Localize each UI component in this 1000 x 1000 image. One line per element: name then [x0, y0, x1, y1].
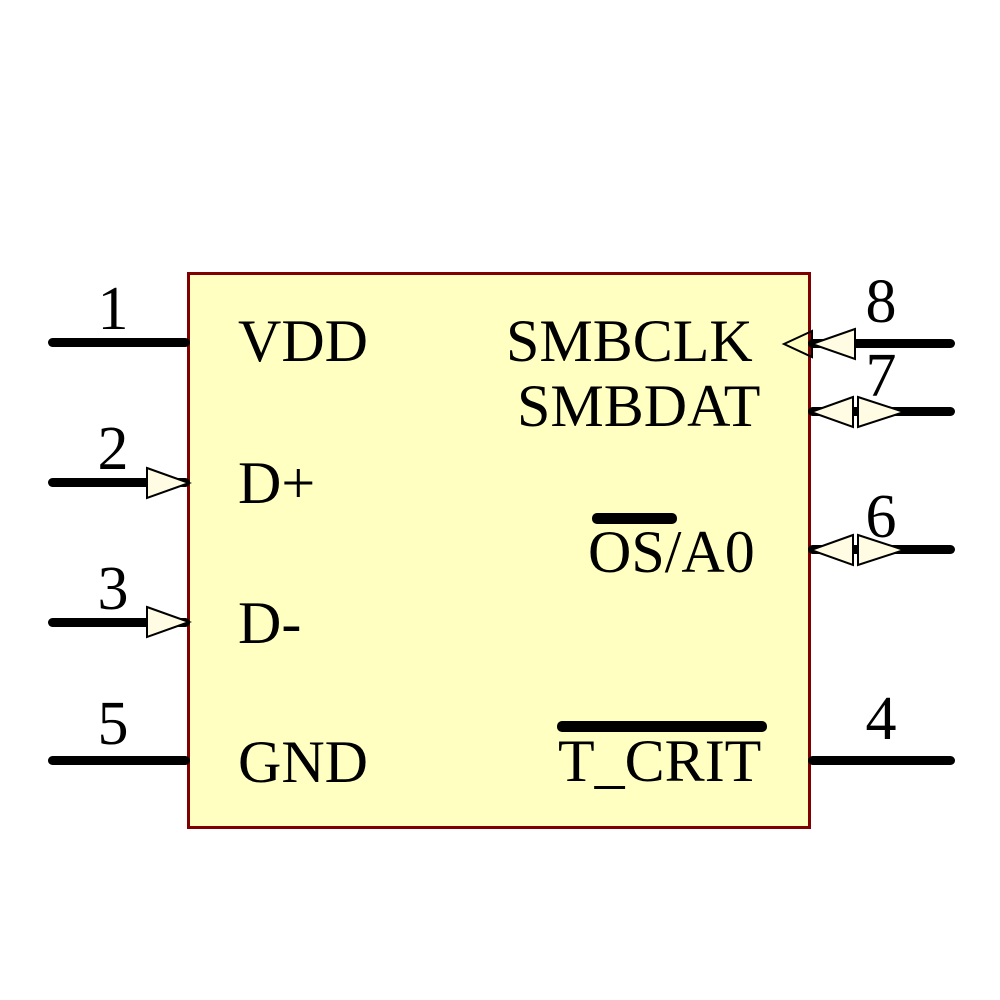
pin-4-label: T_CRIT: [558, 731, 761, 791]
pin-3-label: D-: [238, 590, 302, 656]
pin-8-label: SMBCLK: [506, 308, 753, 374]
pin-1-line[interactable]: [48, 338, 190, 347]
pin-8-number: 8: [865, 268, 897, 336]
pin-2-label: D+: [238, 450, 316, 516]
pin-6-right-arrow-icon: [857, 533, 908, 567]
pin-1-label: VDD: [238, 308, 368, 374]
pin-8-input-arrow-icon: [808, 327, 856, 361]
pin-7-label: SMBDAT: [517, 373, 761, 439]
pin-4-line[interactable]: [808, 756, 955, 765]
pin-6-left-arrow-icon: [808, 533, 854, 567]
pin-1-number: 1: [97, 275, 129, 343]
pin-8-line[interactable]: [808, 339, 955, 348]
pin-7-number: 7: [865, 342, 897, 410]
pin-4-number: 4: [865, 685, 897, 753]
pin-6-label-overlined-part: OS: [588, 519, 665, 585]
pin-2-input-arrow-icon: [146, 466, 192, 500]
pin-6-number: 6: [865, 483, 897, 551]
pin-5-number: 5: [97, 690, 129, 758]
pin-7-left-arrow-icon: [808, 395, 854, 429]
pin-3-input-arrow-icon: [146, 605, 192, 639]
pin-3-number: 3: [97, 555, 129, 623]
pin-5-label: GND: [238, 729, 368, 795]
pin-7-right-arrow-icon: [857, 395, 908, 429]
pin-4-overline-bar: [557, 721, 767, 732]
pin-5-line[interactable]: [48, 756, 190, 765]
pin-8-inner-open-arrow-icon: [781, 329, 813, 359]
pin-6-label: OS/A0: [588, 522, 755, 582]
pin-6-label-rest: /A0: [664, 519, 755, 585]
pin-4-label-overlined-part: T_CRIT: [558, 728, 762, 794]
component-body[interactable]: [187, 272, 811, 829]
pin-6-overline-bar: [592, 513, 677, 524]
pin-3-line[interactable]: [48, 618, 190, 627]
pin-2-number: 2: [97, 415, 129, 483]
pin-2-line[interactable]: [48, 478, 190, 487]
